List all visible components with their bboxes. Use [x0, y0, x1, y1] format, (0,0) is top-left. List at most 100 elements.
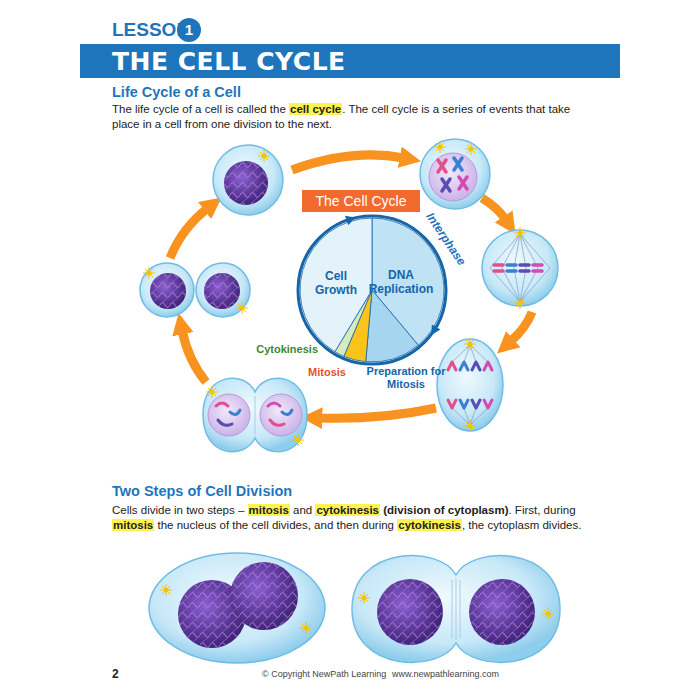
metaphase-cell	[507, 265, 516, 271]
prophase-cell	[459, 177, 467, 189]
section-heading: Two Steps of Cell Division	[112, 482, 432, 500]
prophase-cell	[434, 141, 446, 153]
anaphase-cell	[464, 338, 476, 350]
cytokinesis-cell	[542, 608, 554, 620]
telophase-cell	[208, 394, 250, 436]
cytokinesis-cell	[377, 579, 443, 645]
copyright-note: © Copyright NewPath Learning	[262, 669, 392, 680]
body-paragraph: The life cycle of a cell is called the c…	[112, 102, 600, 132]
telophase-cell	[268, 403, 280, 406]
sector-label: DNA Replication	[368, 268, 434, 296]
sector-label: Mitosis	[296, 366, 346, 379]
metaphase-cell	[494, 265, 542, 271]
metaphase-cell	[514, 297, 526, 309]
cycle-arrows	[292, 155, 404, 170]
telophase-cell	[218, 420, 232, 425]
daughter-cells	[150, 273, 186, 309]
interphase-cell	[224, 161, 268, 205]
anaphase-cell	[472, 362, 480, 370]
metaphase-cell	[490, 268, 550, 302]
cytokinesis-cell	[469, 579, 535, 645]
sector-label: Preparation for Mitosis	[366, 365, 446, 391]
daughter-cells	[204, 273, 240, 309]
daughter-cells	[140, 263, 250, 317]
cytokinesis-cell	[452, 578, 460, 640]
prophase-cell	[438, 158, 467, 191]
anaphase-cell	[484, 362, 492, 370]
sector-label: Cell Growth	[308, 269, 364, 297]
telophase-cell	[203, 378, 307, 452]
daughter-cells	[196, 263, 250, 317]
anaphase-cell	[448, 362, 456, 370]
telophase-cell	[255, 396, 256, 434]
key-term: cytokinesis	[315, 504, 380, 516]
prophase-cell	[454, 158, 462, 170]
cell-cycle-pie	[300, 218, 444, 362]
mitosis-cell	[230, 562, 298, 630]
cytokinesis-cell	[452, 578, 460, 640]
body-text: . First, during	[508, 504, 575, 516]
anaphase-cell	[460, 362, 468, 370]
anaphase-cell	[472, 400, 480, 408]
anaphase-cell	[448, 400, 456, 408]
body-text: the nucleus of the cell divides, and the…	[157, 519, 394, 531]
pie-ring	[298, 216, 446, 364]
telophase-cell	[206, 386, 218, 398]
anaphase-cell	[448, 362, 492, 408]
anaphase-cell	[437, 338, 503, 432]
website-note: www.newpathlearning.com	[392, 669, 522, 680]
sector-label: Cytokinesis	[244, 343, 318, 356]
lesson-word: LESSON	[112, 19, 182, 41]
body-text: Cells divide in two steps –	[112, 504, 244, 516]
daughter-cells	[236, 302, 248, 314]
key-term: mitosis	[248, 504, 290, 516]
key-term: cytokinesis	[397, 519, 462, 531]
mitosis-cell	[160, 584, 172, 596]
cycle-arrows	[170, 208, 208, 258]
telophase-cell	[203, 378, 307, 452]
prophase-cell	[429, 153, 477, 201]
node-text: The Cell Cycle	[302, 190, 420, 212]
cytokinesis-cell	[377, 579, 443, 645]
mitosis-cell	[300, 622, 312, 634]
prophase-cell	[442, 179, 450, 191]
anaphase-cell	[464, 420, 476, 432]
interphase-cell	[258, 150, 270, 162]
prophase-cell	[420, 139, 490, 209]
cycle-arrows	[182, 330, 206, 382]
body-text: (division of cytoplasm)	[383, 504, 508, 516]
telophase-cell	[255, 396, 256, 434]
key-term: mitosis	[112, 519, 154, 531]
metaphase-cell	[490, 234, 550, 268]
prophase-cell	[438, 160, 446, 172]
mitosis-cell	[149, 553, 325, 663]
telophase-cell	[216, 403, 228, 406]
metaphase-cell	[494, 265, 503, 271]
metaphase-cell	[533, 265, 542, 271]
title-band	[80, 44, 620, 78]
cytokinesis-cell	[358, 592, 370, 604]
mitosis-cell	[149, 553, 325, 663]
anaphase-cell	[460, 400, 468, 408]
cycle-arrows	[482, 198, 506, 220]
body-text: The life cycle of a cell is called the	[112, 103, 286, 115]
cytokinesis-cell	[469, 579, 535, 645]
metaphase-cell	[514, 227, 526, 239]
body-text: , the cytoplasm divides.	[462, 519, 582, 531]
telophase-cell	[230, 410, 240, 415]
body-paragraph: Cells divide in two steps – mitosis and …	[112, 503, 604, 533]
interphase-cell	[213, 145, 283, 215]
cytokinesis-cell	[352, 556, 560, 663]
interphase-cell	[224, 161, 268, 205]
pie-ring	[345, 216, 355, 225]
telophase-cell	[270, 420, 284, 425]
metaphase-cell	[482, 230, 558, 306]
daughter-cells	[150, 273, 186, 309]
prophase-cell	[420, 139, 490, 209]
cell-cycle-pie	[366, 290, 419, 362]
mitosis-cell	[230, 562, 298, 630]
telophase-cell	[282, 410, 292, 415]
lesson-number: 1	[177, 20, 201, 40]
prophase-cell	[465, 143, 477, 155]
